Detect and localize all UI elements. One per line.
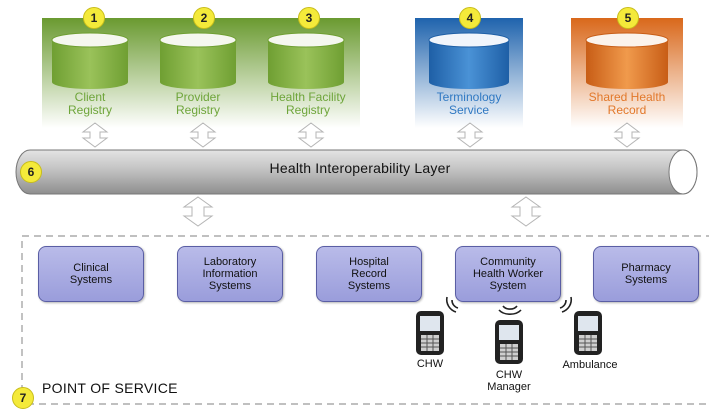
component-number-badge: 2	[193, 7, 215, 29]
double-arrow-icon	[456, 122, 484, 148]
shared-health-record-cylinder	[585, 32, 669, 89]
point-of-service-boundary	[21, 235, 709, 405]
chw-device-label: CHW	[416, 358, 444, 370]
terminology-service-cylinder	[428, 32, 510, 89]
pharmacy-systems-box: Pharmacy Systems	[593, 246, 699, 302]
double-arrow-icon	[189, 122, 217, 148]
point-of-service-label: POINT OF SERVICE	[42, 380, 178, 396]
chw-phone-icon	[416, 311, 444, 355]
client-registry-cylinder	[51, 32, 129, 89]
chw-manager-phone-icon	[495, 320, 523, 364]
double-arrow-icon	[182, 196, 214, 227]
chw-manager-device-label: CHW Manager	[487, 369, 531, 393]
shared-health-record-label: Shared Health Record	[588, 90, 666, 117]
component-number-badge: 1	[83, 7, 105, 29]
hospital-record-systems-box: Hospital Record Systems	[316, 246, 422, 302]
interoperability-layer-pipe	[15, 149, 698, 195]
community-health-worker-system-box: Community Health Worker System	[455, 246, 561, 302]
layer-number-badge: 6	[20, 161, 42, 183]
terminology-service-label: Terminology Service	[436, 90, 502, 117]
double-arrow-icon	[81, 122, 109, 148]
ambulance-phone-icon	[574, 311, 602, 355]
double-arrow-icon	[297, 122, 325, 148]
point-of-service-number-badge: 7	[12, 387, 34, 409]
ambulance-device-label: Ambulance	[562, 359, 618, 371]
component-number-badge: 3	[298, 7, 320, 29]
signal-icon	[498, 305, 522, 315]
laboratory-information-systems-box: Laboratory Information Systems	[177, 246, 283, 302]
signal-icon	[445, 296, 459, 313]
client-registry-label: Client Registry	[67, 90, 112, 117]
component-number-badge: 5	[617, 7, 639, 29]
double-arrow-icon	[613, 122, 641, 148]
health-facility-registry-label: Health Facility Registry	[270, 90, 346, 117]
provider-registry-label: Provider Registry	[175, 90, 221, 117]
interoperability-layer-label: Health Interoperability Layer	[269, 160, 451, 176]
component-number-badge: 4	[459, 7, 481, 29]
clinical-systems-box: Clinical Systems	[38, 246, 144, 302]
health-facility-registry-cylinder	[267, 32, 345, 89]
provider-registry-cylinder	[159, 32, 237, 89]
signal-icon	[559, 296, 573, 313]
double-arrow-icon	[510, 196, 542, 227]
